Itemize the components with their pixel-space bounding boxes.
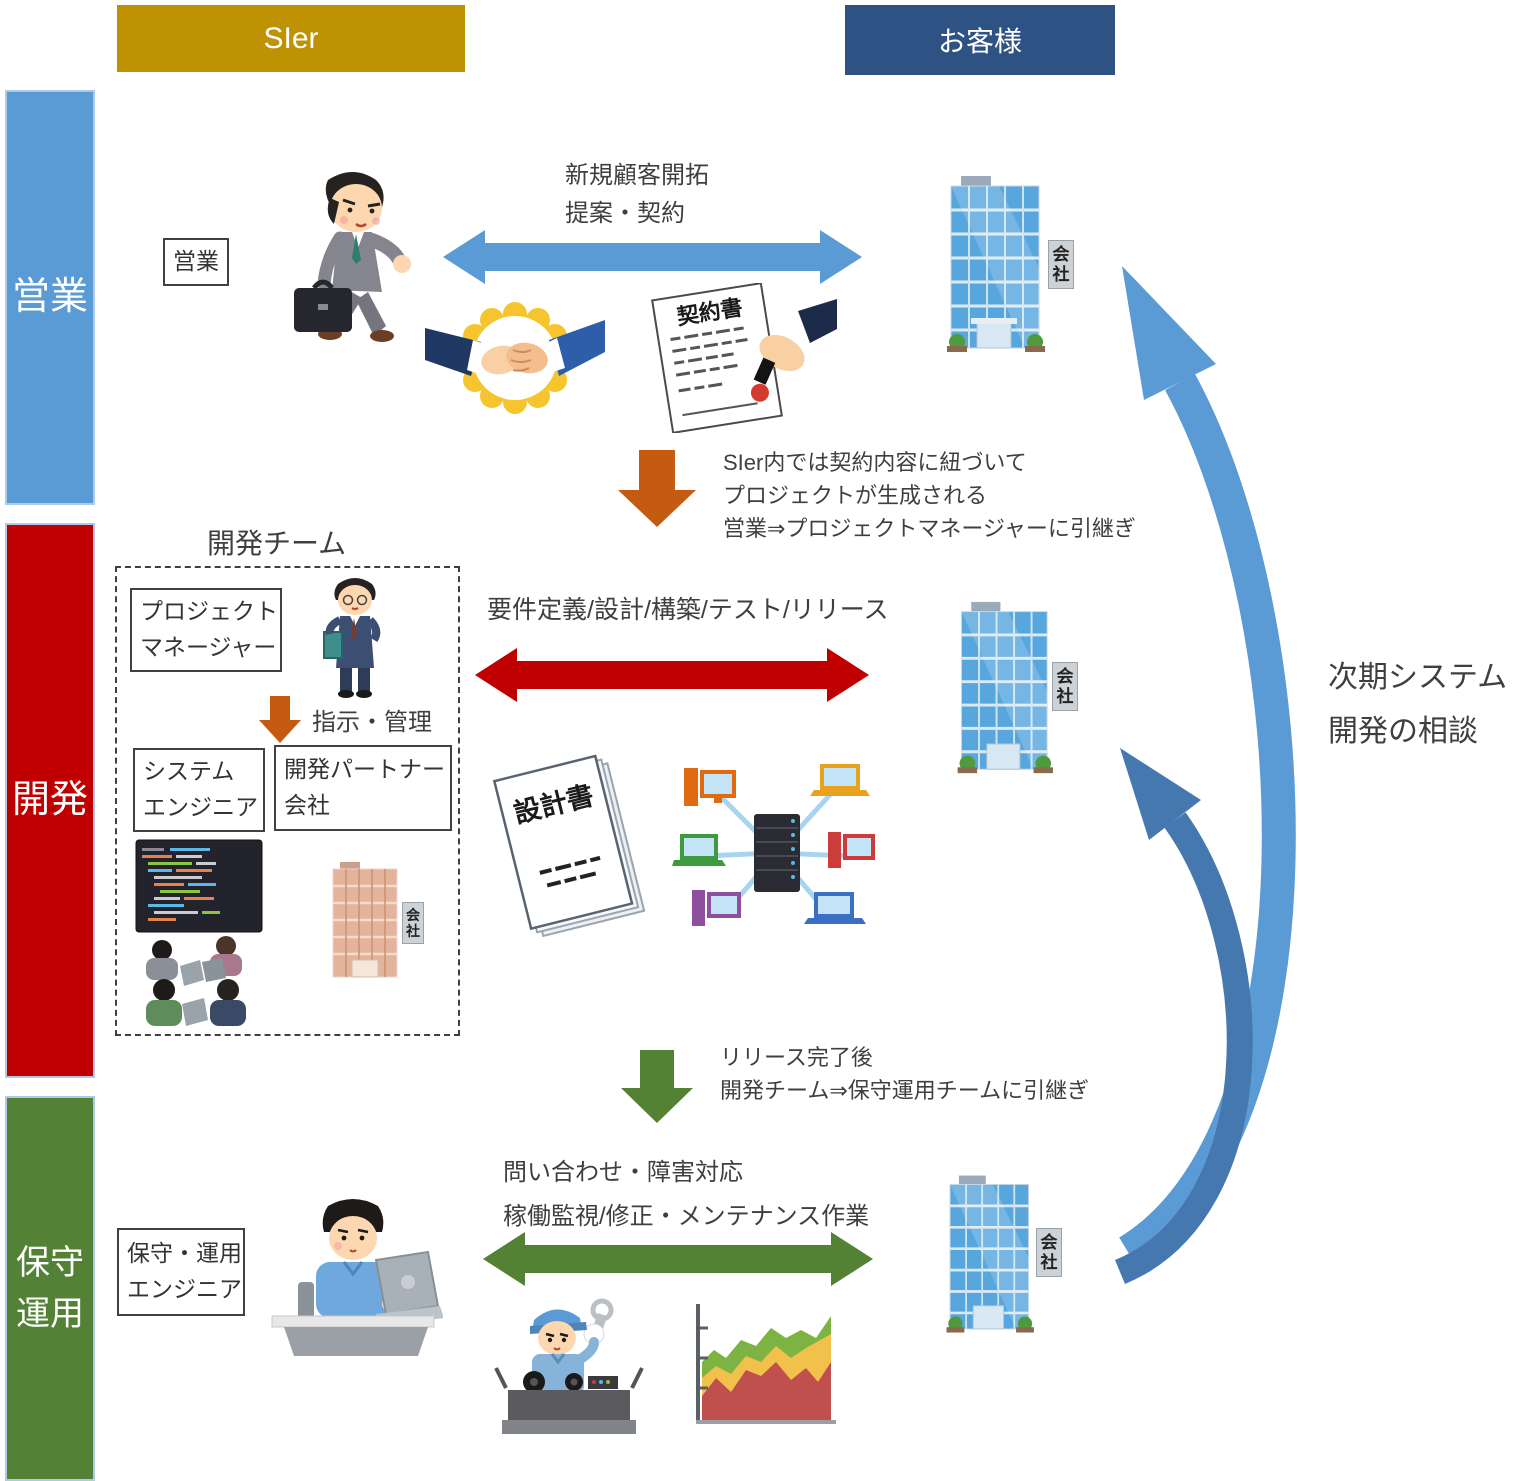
- sales-relation-arrow: [443, 230, 862, 284]
- handoff1-text-line3: 営業⇒プロジェクトマネージャーに引継ぎ: [723, 516, 1136, 541]
- contract-illustration: 契約書: [651, 283, 837, 433]
- project-manager-illustration: [323, 578, 381, 698]
- partner-box: 開発パートナー 会社: [274, 745, 452, 831]
- sier-header-label: SIer: [263, 21, 319, 55]
- customer-building-bottom: 会社: [934, 1172, 1066, 1337]
- maintenance-relation-arrow: [483, 1232, 873, 1286]
- mechanic-illustration: [494, 1298, 644, 1434]
- building-sign-middle: 会社: [1052, 662, 1078, 712]
- maintenance-role-line1: 保守・運用: [127, 1240, 242, 1267]
- dev-relation-arrow: [475, 648, 869, 702]
- se-box: システム エンジニア: [133, 748, 265, 832]
- handoff1-down-arrow: [618, 450, 696, 527]
- sales-arrow-label-line2: 提案・契約: [565, 200, 685, 227]
- monitoring-chart-illustration: [696, 1304, 836, 1424]
- partner-box-line2: 会社: [284, 792, 330, 818]
- consult-label-line1: 次期システム: [1328, 661, 1508, 694]
- handoff1-text-line1: SIer内では契約内容に紐づいて: [723, 450, 1027, 475]
- handoff2-down-arrow: [621, 1050, 693, 1123]
- network-illustration: [672, 764, 875, 926]
- se-box-line1: システム: [143, 758, 235, 785]
- dev-team-box: [115, 566, 460, 1036]
- directive-label: 指示・管理: [312, 709, 432, 736]
- maintenance-arrow-label-line2: 稼働監視/修正・メンテナンス作業: [503, 1203, 870, 1230]
- dev-arrow-label: 要件定義/設計/構築/テスト/リリース: [487, 596, 889, 624]
- phase-bar-maintenance-label: 保守 運用: [16, 1238, 84, 1340]
- maintenance-engineer-illustration: [271, 1199, 443, 1356]
- maintenance-arrow-label-line1: 問い合わせ・障害対応: [503, 1159, 743, 1186]
- phase-bar-maintenance-line1: 保守: [16, 1243, 84, 1282]
- partner-building-sign: 会社: [402, 902, 424, 945]
- phase-bar-development-label: 開発: [11, 779, 88, 821]
- building-sign-bottom: 会社: [1036, 1228, 1062, 1278]
- pm-box-line1: プロジェクト: [140, 598, 278, 625]
- sales-role-box: 営業: [163, 238, 229, 286]
- design-doc-illustration: 設計書: [492, 754, 646, 938]
- handshake-illustration: [425, 302, 605, 414]
- customer-building-middle: 会社: [950, 598, 1082, 778]
- phase-bar-maintenance-line2: 運用: [16, 1294, 84, 1333]
- partner-building: 会社: [326, 860, 426, 982]
- phase-bar-maintenance: 保守 運用: [5, 1096, 95, 1481]
- dev-team-title: 開発チーム: [207, 528, 347, 559]
- customer-header-label: お客様: [937, 26, 1022, 57]
- consult-label-line2: 開発の相談: [1328, 715, 1478, 748]
- sier-header: SIer: [117, 5, 465, 72]
- directive-down-arrow: [259, 696, 301, 743]
- customer-header: お客様: [845, 5, 1115, 75]
- phase-bar-sales-label: 営業: [11, 276, 88, 318]
- handoff2-text-line2: 開発チーム⇒保守運用チームに引継ぎ: [720, 1078, 1090, 1103]
- customer-building-top: 会社: [936, 172, 1078, 357]
- salesman-illustration: [294, 172, 411, 342]
- dev-team-illustration: [135, 839, 263, 1026]
- sales-role-label: 営業: [173, 248, 219, 275]
- se-box-line2: エンジニア: [143, 794, 258, 820]
- sales-arrow-label-line1: 新規顧客開拓: [565, 162, 709, 189]
- pm-box: プロジェクト マネージャー: [130, 588, 282, 672]
- maintenance-role-box: 保守・運用 エンジニア: [117, 1228, 245, 1316]
- maintenance-role-line2: エンジニア: [127, 1276, 242, 1302]
- handoff2-text-line1: リリース完了後: [720, 1045, 873, 1070]
- phase-bar-sales: 営業: [5, 90, 95, 505]
- handoff1-text-line2: プロジェクトが生成される: [723, 483, 988, 508]
- building-sign-top: 会社: [1048, 240, 1074, 290]
- phase-bar-development: 開発: [5, 523, 95, 1078]
- pm-box-line2: マネージャー: [140, 634, 277, 660]
- partner-box-line1: 開発パートナー: [284, 756, 445, 783]
